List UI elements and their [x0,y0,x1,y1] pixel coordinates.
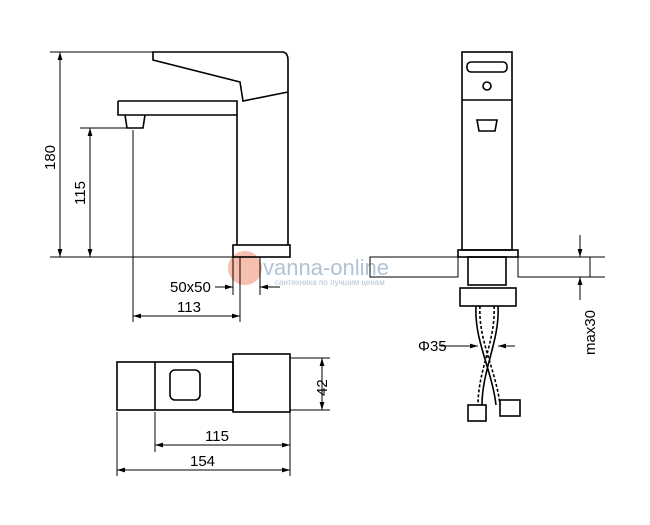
watermark-tagline: сантехника по лучшим ценам [275,278,385,287]
mount-shank [467,256,507,286]
aerator [124,114,146,129]
top-view: 42 115 154 [116,353,331,476]
lever-slot [466,61,508,73]
base-plate [232,244,291,258]
lever-handle [152,51,289,102]
countertop-left [369,256,459,278]
handle-top [169,369,201,401]
watermark-brand: vanna-online [263,255,389,280]
label-phi35: Φ35 [418,338,447,355]
base-front [457,249,519,258]
front-view: Φ35 max30 [369,51,605,422]
countertop-right [517,256,591,278]
body-top [232,353,291,413]
label-50x50: 50x50 [170,279,211,296]
indicator-dot [482,81,492,91]
mount-nut [459,287,517,307]
label-42: 42 [314,379,331,396]
hose-nut-right [499,399,521,417]
aerator-front [476,119,498,132]
label-180: 180 [42,145,59,170]
label-115-top: 115 [205,428,229,445]
label-115-height: 115 [72,181,89,205]
watermark: vanna-online сантехника по лучшим ценам [228,251,389,287]
label-113: 113 [177,299,201,316]
hose-nut-left [467,404,487,422]
side-view: 180 115 50x50 113 [42,51,291,322]
spout-body [117,92,289,245]
label-154: 154 [190,453,215,470]
watermark-logo-icon [228,251,262,285]
label-max30: max30 [582,310,599,355]
supply-hoses [477,305,501,406]
